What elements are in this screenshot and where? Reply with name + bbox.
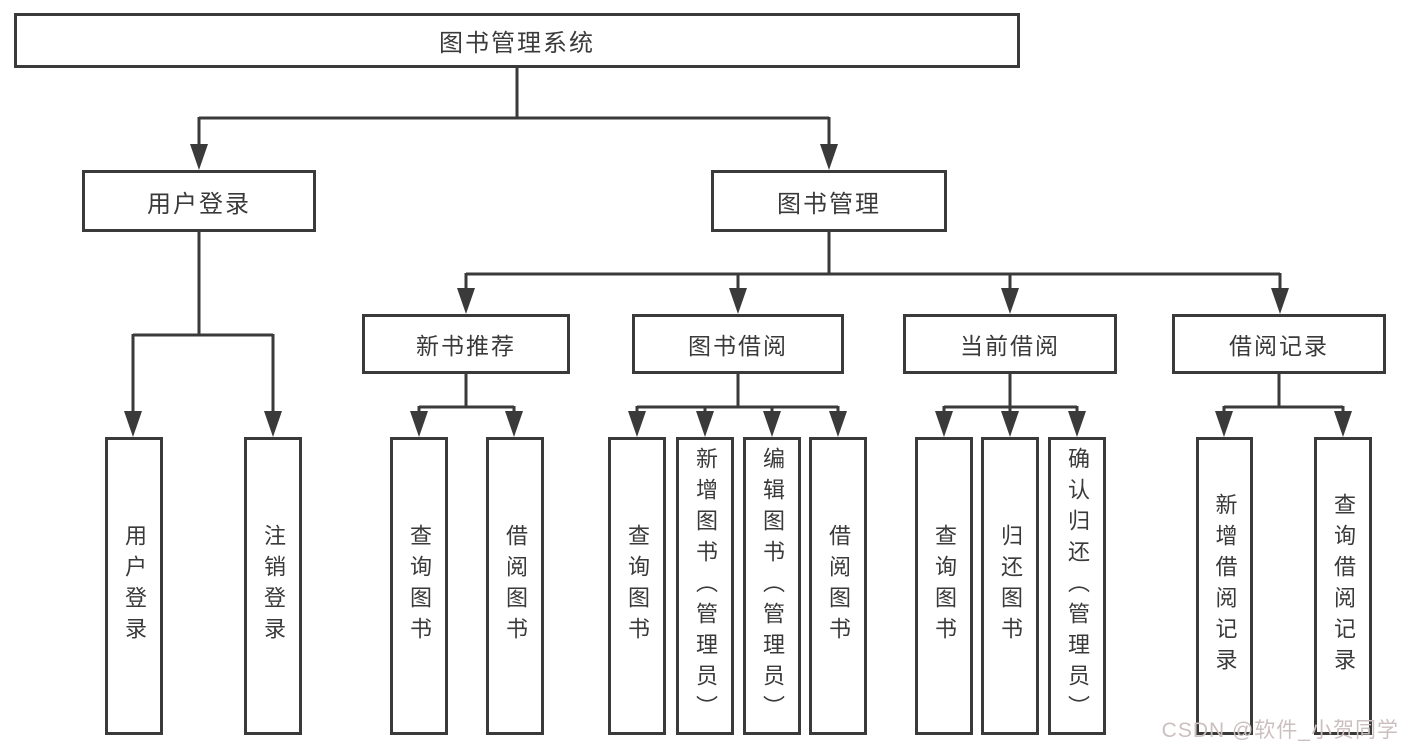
leaf-current-return-book: 归还图书 xyxy=(981,437,1039,735)
leaf-current-return-book-label: 归还图书 xyxy=(998,524,1023,648)
arrowhead-icon xyxy=(763,411,781,437)
arrowhead-icon xyxy=(190,144,208,170)
arrowhead-icon xyxy=(1215,411,1233,437)
arrowhead-icon xyxy=(1001,411,1019,437)
node-borrow-records: 借阅记录 xyxy=(1172,314,1386,374)
leaf-borrow-query-book-label: 查询图书 xyxy=(625,524,650,648)
arrowhead-icon xyxy=(696,411,714,437)
leaf-recommend-query-book-label: 查询图书 xyxy=(407,524,432,648)
leaf-borrow-add-book-admin-label: 新增图书（管理员） xyxy=(693,446,718,726)
leaf-borrow-borrow-book: 借阅图书 xyxy=(809,437,867,735)
leaf-records-add-record-label: 新增借阅记录 xyxy=(1212,493,1238,679)
leaf-logout-login-label: 注销登录 xyxy=(261,524,286,648)
arrowhead-icon xyxy=(264,411,282,437)
leaf-current-query-book: 查询图书 xyxy=(915,437,973,735)
arrowhead-icon xyxy=(935,411,953,437)
leaf-borrow-query-book: 查询图书 xyxy=(608,437,666,735)
arrowhead-icon xyxy=(829,411,847,437)
arrowhead-icon xyxy=(505,411,523,437)
csdn-watermark: CSDN @软件_小贺同学 xyxy=(1161,719,1399,742)
leaf-borrow-edit-book-admin: 编辑图书（管理员） xyxy=(743,437,801,735)
arrowhead-icon xyxy=(124,411,142,437)
leaf-user-login-label: 用户登录 xyxy=(122,524,147,648)
leaf-borrow-edit-book-admin-label: 编辑图书（管理员） xyxy=(760,446,785,726)
connector-root-to-level2 xyxy=(197,66,831,148)
node-user-login: 用户登录 xyxy=(82,170,316,232)
leaf-user-login: 用户登录 xyxy=(105,437,163,735)
leaf-current-confirm-return-admin: 确认归还（管理员） xyxy=(1048,437,1106,735)
connector-newbook-to-leaves xyxy=(417,372,516,414)
node-new-book-recommend: 新书推荐 xyxy=(362,314,570,374)
leaf-records-query-record: 查询借阅记录 xyxy=(1314,437,1372,735)
leaf-current-query-book-label: 查询图书 xyxy=(932,524,957,648)
arrowhead-icon xyxy=(820,144,838,170)
leaf-records-add-record: 新增借阅记录 xyxy=(1196,437,1253,735)
arrowhead-icon xyxy=(1001,288,1019,314)
connector-bookmgmt-to-level3 xyxy=(464,230,1282,292)
leaf-logout-login: 注销登录 xyxy=(244,437,302,735)
leaf-recommend-borrow-book-label: 借阅图书 xyxy=(503,524,528,648)
leaf-borrow-borrow-book-label: 借阅图书 xyxy=(826,524,851,648)
connector-bookborrow-to-leaves xyxy=(635,372,840,414)
connector-records-to-leaves xyxy=(1222,372,1345,414)
leaf-records-query-record-label: 查询借阅记录 xyxy=(1331,493,1356,679)
node-book-management: 图书管理 xyxy=(711,170,947,232)
leaf-borrow-add-book-admin: 新增图书（管理员） xyxy=(676,437,734,735)
arrowhead-icon xyxy=(1068,411,1086,437)
arrowhead-icon xyxy=(628,411,646,437)
leaf-recommend-query-book: 查询图书 xyxy=(390,437,448,735)
arrowhead-icon xyxy=(1271,288,1289,314)
connector-currentborrow-to-leaves xyxy=(942,372,1079,414)
arrowhead-icon xyxy=(457,288,475,314)
node-current-borrow: 当前借阅 xyxy=(903,314,1117,374)
leaf-current-confirm-return-admin-label: 确认归还（管理员） xyxy=(1065,446,1090,726)
node-book-borrow: 图书借阅 xyxy=(632,314,844,374)
arrowhead-icon xyxy=(410,411,428,437)
leaf-recommend-borrow-book: 借阅图书 xyxy=(486,437,544,735)
arrowhead-icon xyxy=(729,288,747,314)
connector-userlogin-to-leaves xyxy=(131,230,275,414)
arrowhead-icon xyxy=(1334,411,1352,437)
node-root-system: 图书管理系统 xyxy=(14,13,1020,68)
